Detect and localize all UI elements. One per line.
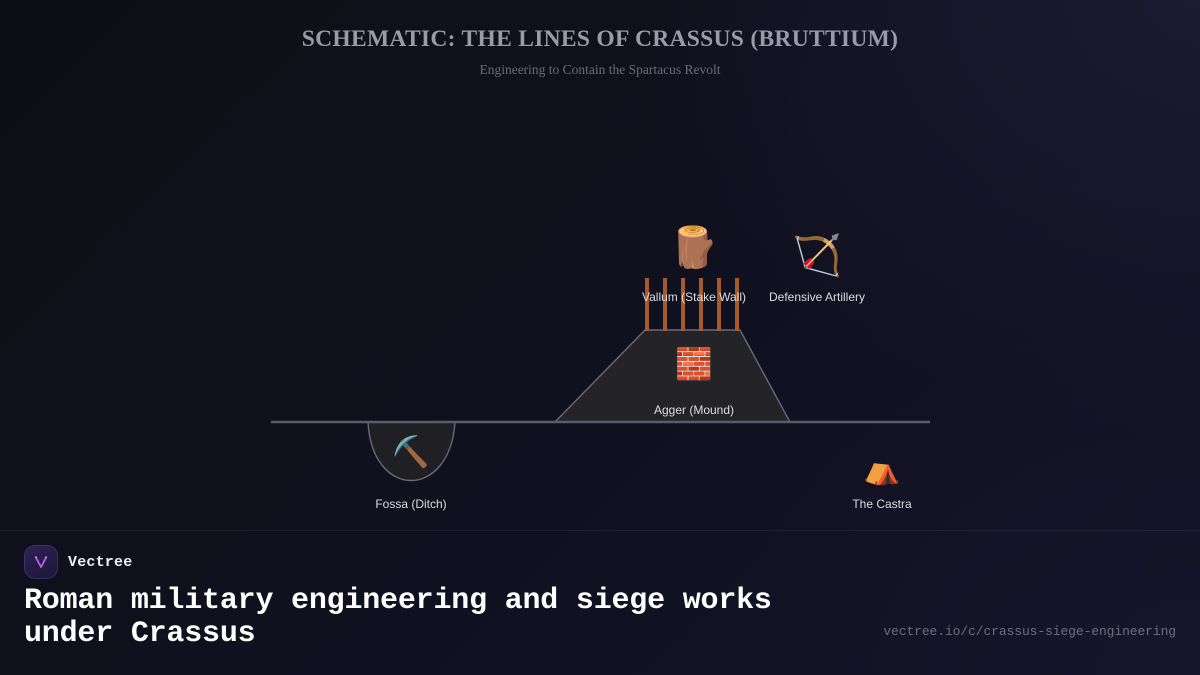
vectree-glyph	[34, 556, 48, 568]
diagram-svg	[271, 278, 930, 482]
stake	[735, 278, 739, 331]
bow-and-arrow-icon: 🏹	[792, 233, 842, 279]
footer: Vectree Roman military engineering and s…	[0, 530, 1200, 675]
fossa-ditch-shape	[367, 421, 456, 482]
label-defensive-artillery: Defensive Artillery	[768, 290, 866, 304]
source-url: vectree.io/c/crassus-siege-engineering	[883, 624, 1176, 639]
vallum-stake-wall	[645, 278, 739, 331]
stake	[645, 278, 649, 331]
wood-log-icon: 🪵	[669, 225, 719, 271]
label-vallum: Vallum (Stake Wall)	[641, 290, 747, 304]
brick-wall-icon: 🧱	[675, 347, 713, 382]
stake	[681, 278, 685, 331]
tent-icon: ⛺	[863, 452, 901, 487]
page-title: SCHEMATIC: THE LINES OF CRASSUS (BRUTTIU…	[301, 26, 899, 52]
vectree-logo-icon	[24, 545, 58, 579]
headline: Roman military engineering and siege wor…	[24, 584, 772, 651]
header: SCHEMATIC: THE LINES OF CRASSUS (BRUTTIU…	[0, 24, 1200, 80]
stake	[663, 278, 667, 331]
brand-name: Vectree	[68, 553, 133, 571]
pickaxe-icon: ⛏️	[392, 435, 430, 470]
brand: Vectree	[24, 545, 132, 579]
diagram-canvas: 🪵 🏹 🧱 ⛏️ ⛺ Vallum (Stake Wall) Defensive…	[271, 225, 930, 511]
label-agger: Agger (Mound)	[653, 403, 735, 417]
label-fossa: Fossa (Ditch)	[375, 497, 447, 511]
page-subtitle: Engineering to Contain the Spartacus Rev…	[479, 62, 721, 77]
stake	[699, 278, 703, 331]
label-castra: The Castra	[852, 497, 912, 511]
stake	[717, 278, 721, 331]
